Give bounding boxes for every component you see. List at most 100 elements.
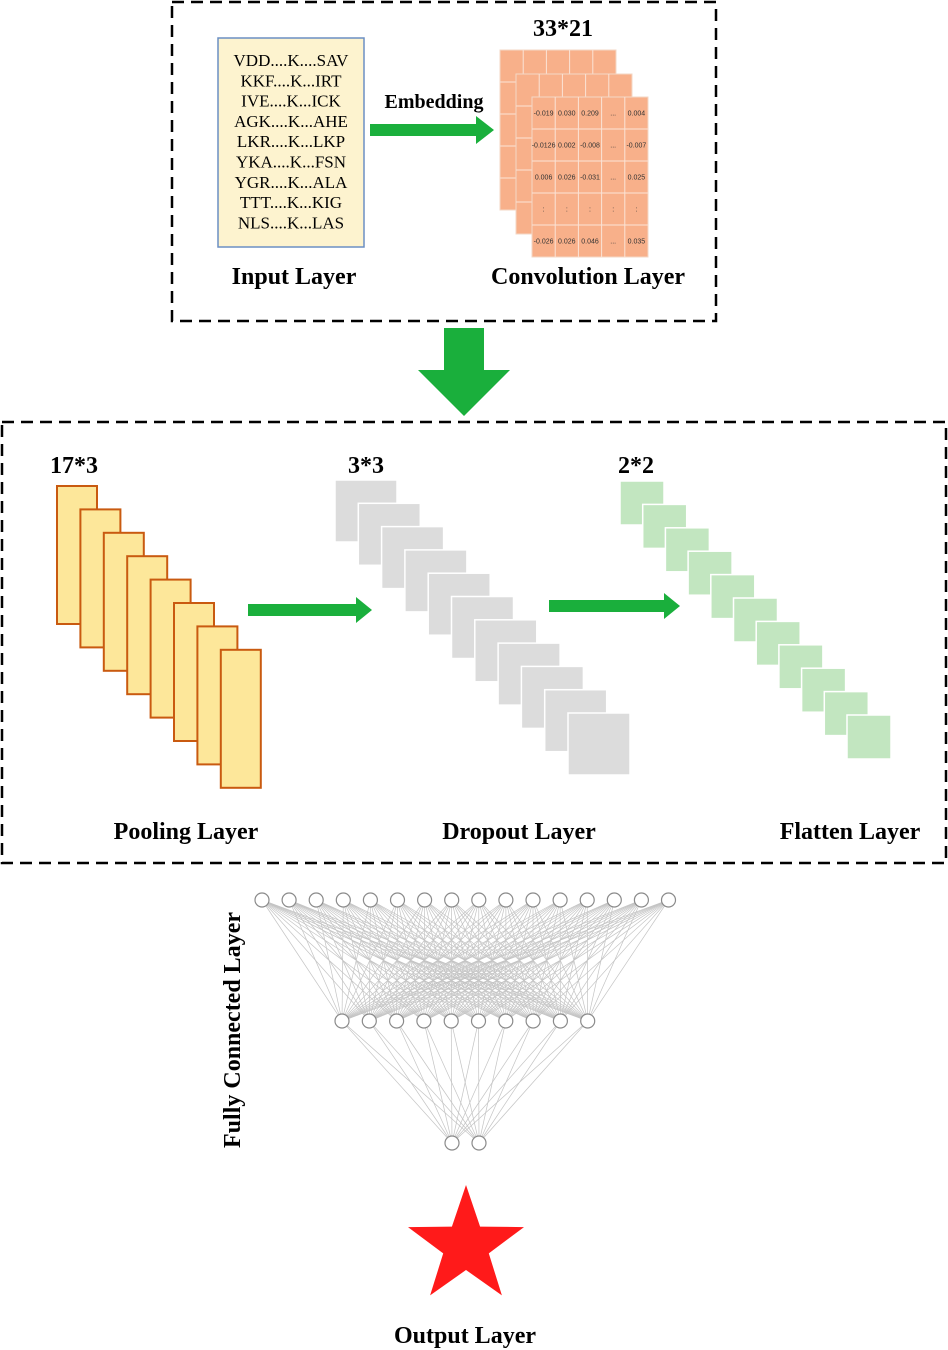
pooling-to-dropout-arrow xyxy=(248,597,372,623)
flatten-dims-label: 2*2 xyxy=(618,453,654,479)
flatten-feature-maps xyxy=(619,480,892,760)
fc-node xyxy=(606,892,622,908)
input-sequences-box xyxy=(217,37,365,248)
dropout-layer-label: Dropout Layer xyxy=(442,819,596,845)
convolution-cell: : xyxy=(612,207,614,214)
input-sequence: LKR....K...LKP xyxy=(237,132,345,151)
pooling-layer-label: Pooling Layer xyxy=(114,819,259,845)
convolution-cell: 0.035 xyxy=(628,239,646,246)
fc-node xyxy=(389,892,406,908)
fc-edge xyxy=(341,899,344,1022)
fc-edge xyxy=(451,1020,507,1144)
convolution-cell: ... xyxy=(610,239,616,246)
fc-edge xyxy=(505,899,669,1022)
fc-node xyxy=(579,892,595,908)
top-dashed-frame xyxy=(170,0,718,323)
convolution-cell: ... xyxy=(610,175,616,182)
convolution-cell: -0.026 xyxy=(534,239,554,246)
convolution-cell: 0.002 xyxy=(558,143,576,150)
fc-edge xyxy=(478,1020,588,1144)
convolution-dims-label: 33*21 xyxy=(533,16,593,42)
embedding-label: Embedding xyxy=(385,91,484,113)
convolution-cell: ... xyxy=(610,143,616,150)
fc-node xyxy=(498,892,514,908)
fc-edge xyxy=(451,1020,534,1144)
fc-node xyxy=(361,1013,377,1029)
fc-edge xyxy=(450,1020,453,1144)
fc-edge xyxy=(341,899,642,1022)
input-sequence: IVE....K...ICK xyxy=(241,92,341,111)
fc-edge xyxy=(341,899,398,1022)
dropout-map xyxy=(567,712,631,776)
fc-edge xyxy=(341,899,371,1022)
fc-edge xyxy=(478,899,669,1022)
input-sequence: NLS....K...LAS xyxy=(238,213,344,232)
fc-node xyxy=(443,1013,459,1029)
convolution-layer-label: Convolution Layer xyxy=(491,264,685,290)
fc-edge xyxy=(341,899,452,1022)
down-arrow xyxy=(418,328,510,416)
convolution-cell: 0.006 xyxy=(535,175,553,182)
input-sequence: KKF....K...IRT xyxy=(240,71,342,90)
fc-edge xyxy=(341,899,480,1022)
convolution-cell: -0.0126 xyxy=(532,143,556,150)
input-sequence: YGR....K...ALA xyxy=(235,173,349,192)
fc-edge xyxy=(587,899,669,1022)
input-sequence: VDD....K....SAV xyxy=(234,51,350,70)
fc-edge xyxy=(396,1020,453,1144)
output-star-icon xyxy=(408,1185,524,1296)
fc-edge xyxy=(423,899,669,1022)
convolution-cell: 0.026 xyxy=(558,239,576,246)
input-sequence: TTT....K...KIG xyxy=(240,193,342,212)
fc-node xyxy=(334,1013,350,1029)
fully-connected-edges xyxy=(261,899,669,1144)
fc-edge xyxy=(261,899,343,1022)
fc-edge xyxy=(341,899,669,1022)
fc-node xyxy=(254,892,270,908)
fc-edge xyxy=(315,899,343,1022)
fc-edge xyxy=(532,899,669,1022)
fc-node xyxy=(498,1013,514,1029)
fc-node xyxy=(308,892,324,908)
fc-edge xyxy=(341,899,588,1022)
convolution-cell: : xyxy=(566,207,568,214)
convolution-cell: ... xyxy=(610,111,616,118)
fc-node xyxy=(525,892,541,908)
fc-node xyxy=(417,892,433,908)
fc-node xyxy=(660,892,677,908)
fc-node xyxy=(471,1135,487,1151)
input-sequence: AGK....K...AHE xyxy=(234,112,348,131)
convolution-cell: 0.004 xyxy=(628,111,646,118)
convolution-cell: -0.019 xyxy=(534,111,554,118)
fc-edge xyxy=(341,899,615,1022)
middle-dashed-frame xyxy=(0,420,948,865)
pooling-feature-maps xyxy=(56,485,262,789)
convolution-cell: 0.025 xyxy=(628,175,646,182)
convolution-sheet xyxy=(531,96,649,258)
convolution-cell: : xyxy=(589,207,591,214)
input-layer-label: Input Layer xyxy=(232,264,357,290)
fc-node xyxy=(444,892,460,908)
dropout-to-flatten-arrow xyxy=(549,593,680,619)
convolution-cell: 0.046 xyxy=(581,239,599,246)
embedding-arrow xyxy=(370,116,494,144)
fc-node xyxy=(281,892,297,908)
fc-edge xyxy=(423,1020,453,1144)
fc-edge xyxy=(341,899,561,1022)
fully-connected-nodes xyxy=(254,892,677,1151)
convolution-cell: : xyxy=(543,207,545,214)
input-sequence: YKA....K...FSN xyxy=(236,153,346,172)
dropout-feature-maps xyxy=(334,479,631,776)
pooling-map xyxy=(219,648,262,789)
flatten-map xyxy=(846,714,892,760)
fc-edge xyxy=(451,1020,561,1144)
fc-node xyxy=(416,1013,432,1029)
pooling-dims-label: 17*3 xyxy=(50,453,98,479)
dropout-dims-label: 3*3 xyxy=(348,453,384,479)
fc-edge xyxy=(451,1020,588,1144)
convolution-cell: -0.031 xyxy=(580,175,600,182)
flatten-layer-label: Flatten Layer xyxy=(780,819,921,845)
